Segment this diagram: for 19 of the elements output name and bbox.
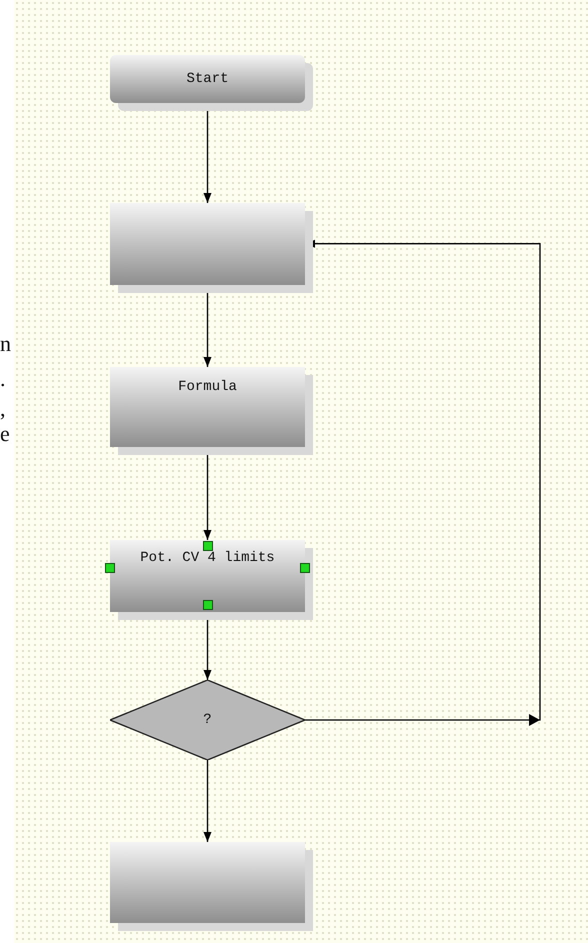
node-label: ? xyxy=(203,712,212,728)
text-fragment: . xyxy=(0,368,6,390)
node-label: Start xyxy=(186,71,228,87)
process-box xyxy=(110,842,305,923)
process-box xyxy=(110,540,305,612)
decision-diamond xyxy=(110,680,305,760)
process-box xyxy=(110,203,305,285)
text-fragment: , xyxy=(0,398,6,420)
process-box xyxy=(110,367,305,447)
arrow xyxy=(305,240,541,726)
text-fragment: n xyxy=(0,333,11,355)
arrow xyxy=(204,293,212,367)
node-label: Formula xyxy=(178,379,237,395)
start-box xyxy=(110,55,305,103)
arrow xyxy=(204,760,212,842)
node-label: Pot. CV 4 limits xyxy=(140,550,275,566)
arrow xyxy=(204,620,212,680)
arrow xyxy=(204,455,212,540)
text-fragment: e xyxy=(0,423,10,445)
